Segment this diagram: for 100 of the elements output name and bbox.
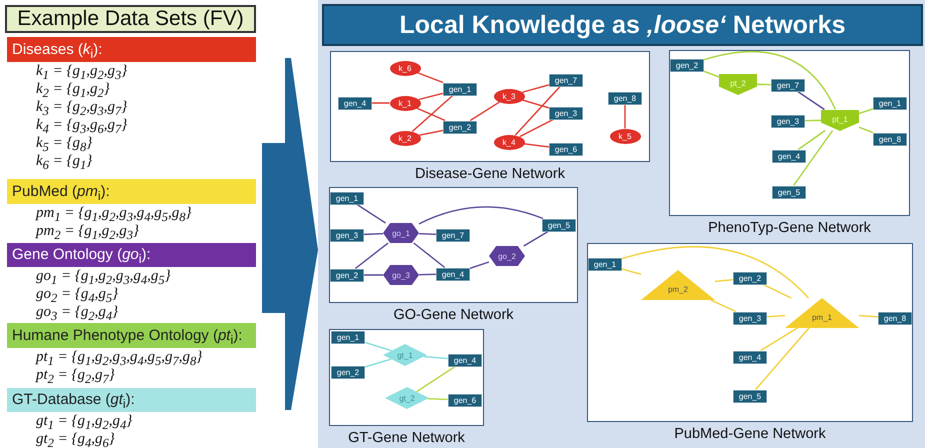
gene-box: gen_4 bbox=[448, 354, 482, 366]
connector-line bbox=[756, 84, 772, 86]
category-band: PubMed (pm$_{i}$): bbox=[7, 179, 256, 204]
set-formula: gt$_{2}$ = {g$_{4}$,g$_{6}$} bbox=[36, 431, 115, 447]
set-formula: k$_{2}$ = {g$_{1}$,g$_{2}$} bbox=[36, 81, 110, 97]
ellipse-node: k_4 bbox=[494, 134, 524, 150]
gene-box: gen_3 bbox=[733, 312, 767, 324]
category-band: Humane Phenotype Ontology (pt$_{i}$): bbox=[7, 323, 256, 348]
connector-line bbox=[714, 278, 734, 282]
connector-line bbox=[622, 268, 642, 276]
connector-line bbox=[470, 101, 500, 122]
ellipse-node: k_6 bbox=[390, 60, 420, 76]
connector-line bbox=[416, 107, 446, 122]
connector-line bbox=[364, 232, 384, 236]
connector-line bbox=[793, 130, 834, 186]
gene-box: gen_6 bbox=[549, 142, 583, 156]
gene-box: gen_1 bbox=[330, 192, 364, 204]
panel-heading: Local Knowledge as ‚loose‘ Networks bbox=[322, 4, 923, 46]
connector-line bbox=[858, 126, 874, 134]
network-caption: PhenoTyp-Gene Network bbox=[707, 219, 872, 237]
network-caption: Disease-Gene Network bbox=[414, 165, 566, 183]
gene-box: gen_5 bbox=[772, 186, 806, 198]
gene-box: gen_5 bbox=[542, 218, 576, 232]
connector-line bbox=[418, 206, 544, 225]
connector-line bbox=[522, 99, 550, 109]
connector-line bbox=[364, 274, 383, 276]
category-band: GT-Database (gt$_{i}$): bbox=[7, 388, 256, 412]
connector-line bbox=[372, 102, 390, 104]
gene-box: gen_8 bbox=[873, 132, 907, 146]
pentagon-node: pt_1 bbox=[821, 110, 859, 130]
set-formula: k$_{5}$ = {g$_{8}$} bbox=[36, 135, 92, 151]
connector-line bbox=[418, 274, 436, 276]
network-caption: GT-Gene Network bbox=[347, 429, 466, 447]
gene-box: gen_4 bbox=[338, 96, 372, 110]
set-formula: k$_{6}$ = {g$_{1}$} bbox=[36, 153, 92, 169]
gene-box: gen_5 bbox=[733, 390, 767, 402]
gene-box: gen_3 bbox=[330, 228, 364, 242]
gene-box: gen_2 bbox=[443, 120, 477, 134]
connector-line bbox=[524, 143, 550, 148]
gene-box: gen_1 bbox=[443, 82, 477, 96]
connector-line bbox=[424, 356, 448, 360]
set-formula: pm$_{2}$ = {g$_{1}$,g$_{2}$,g$_{3}$} bbox=[36, 223, 139, 239]
connector-line bbox=[704, 70, 720, 78]
connector-line bbox=[356, 204, 386, 224]
connector-line bbox=[418, 233, 436, 236]
connector-line bbox=[798, 130, 826, 150]
gene-box: gen_2 bbox=[670, 58, 704, 72]
gene-box: gen_1 bbox=[588, 258, 622, 270]
gene-box: gen_3 bbox=[771, 114, 805, 128]
chevron-arrow bbox=[262, 58, 318, 410]
title-box: Example Data Sets (FV) bbox=[5, 5, 256, 33]
connector-line bbox=[470, 261, 490, 269]
gene-box: gen_4 bbox=[436, 268, 470, 280]
gene-box: gen_1 bbox=[331, 330, 365, 344]
connector-line bbox=[710, 299, 736, 312]
connector-line bbox=[416, 366, 456, 392]
set-formula: pt$_{2}$ = {g$_{2}$,g$_{7}$} bbox=[36, 367, 115, 383]
set-formula: k$_{4}$ = {g$_{3}$,g$_{6}$,g$_{7}$} bbox=[36, 117, 128, 133]
gene-box: gen_6 bbox=[448, 394, 482, 406]
ellipse-node: k_2 bbox=[390, 130, 420, 146]
ellipse-node: k_5 bbox=[610, 128, 640, 144]
set-formula: k$_{3}$ = {g$_{2}$,g$_{3}$,g$_{7}$} bbox=[36, 99, 128, 115]
category-band: Diseases (k$_{i}$): bbox=[7, 37, 256, 62]
network-caption: GO-Gene Network bbox=[392, 306, 515, 324]
connector-line bbox=[624, 104, 626, 128]
gene-box: gen_2 bbox=[733, 272, 767, 284]
connector-line bbox=[704, 51, 836, 110]
gene-box: gen_7 bbox=[436, 228, 470, 242]
ellipse-node: k_3 bbox=[494, 88, 524, 104]
connector-line bbox=[755, 328, 810, 390]
category-band: Gene Ontology (go$_{i}$): bbox=[7, 243, 256, 267]
connector-line bbox=[804, 120, 822, 122]
set-formula: go$_{1}$ = {g$_{1}$,g$_{2}$,g$_{3}$,g$_{4}$,g$_{5}$} bbox=[36, 268, 171, 284]
set-formula: pt$_{1}$ = {g$_{1}$,g$_{2}$,g$_{3}$,g$_{4}$,g$_{5}$,g$_{7}$,g$_{8}$} bbox=[36, 349, 202, 365]
triangle-node: pm_1 bbox=[785, 298, 859, 328]
connector-line bbox=[522, 84, 550, 93]
network-panel bbox=[318, 0, 925, 448]
hexagon-node: go_2 bbox=[489, 246, 525, 266]
connector-line bbox=[418, 92, 444, 100]
hexagon-node: go_1 bbox=[383, 223, 419, 243]
connector-line bbox=[354, 242, 389, 270]
connector-line bbox=[760, 327, 798, 352]
connector-line bbox=[763, 284, 792, 299]
gene-box: gen_8 bbox=[878, 312, 912, 324]
gene-box: gen_7 bbox=[771, 78, 805, 92]
gene-box: gen_1 bbox=[873, 96, 907, 110]
connector-line bbox=[514, 86, 561, 136]
set-formula: pm$_{1}$ = {g$_{1}$,g$_{2}$,g$_{3}$,g$_{4}$,g$_{5}$,g$_{8}$} bbox=[36, 205, 192, 221]
ellipse-node: k_1 bbox=[390, 96, 420, 110]
gene-box: gen_4 bbox=[733, 350, 767, 364]
diamond-node: gt_2 bbox=[385, 387, 429, 409]
triangle-node: pm_2 bbox=[641, 270, 715, 300]
connector-line bbox=[419, 130, 444, 136]
gene-box: gen_2 bbox=[331, 366, 365, 378]
set-formula: k$_{1}$ = {g$_{1}$,g$_{2}$,g$_{3}$} bbox=[36, 63, 128, 79]
connector-line bbox=[413, 242, 446, 268]
gene-box: gen_8 bbox=[608, 92, 642, 104]
pentagon-node: pt_2 bbox=[719, 74, 757, 94]
connector-line bbox=[519, 118, 554, 138]
set-formula: gt$_{1}$ = {g$_{1}$,g$_{2}$,g$_{4}$} bbox=[36, 413, 132, 429]
